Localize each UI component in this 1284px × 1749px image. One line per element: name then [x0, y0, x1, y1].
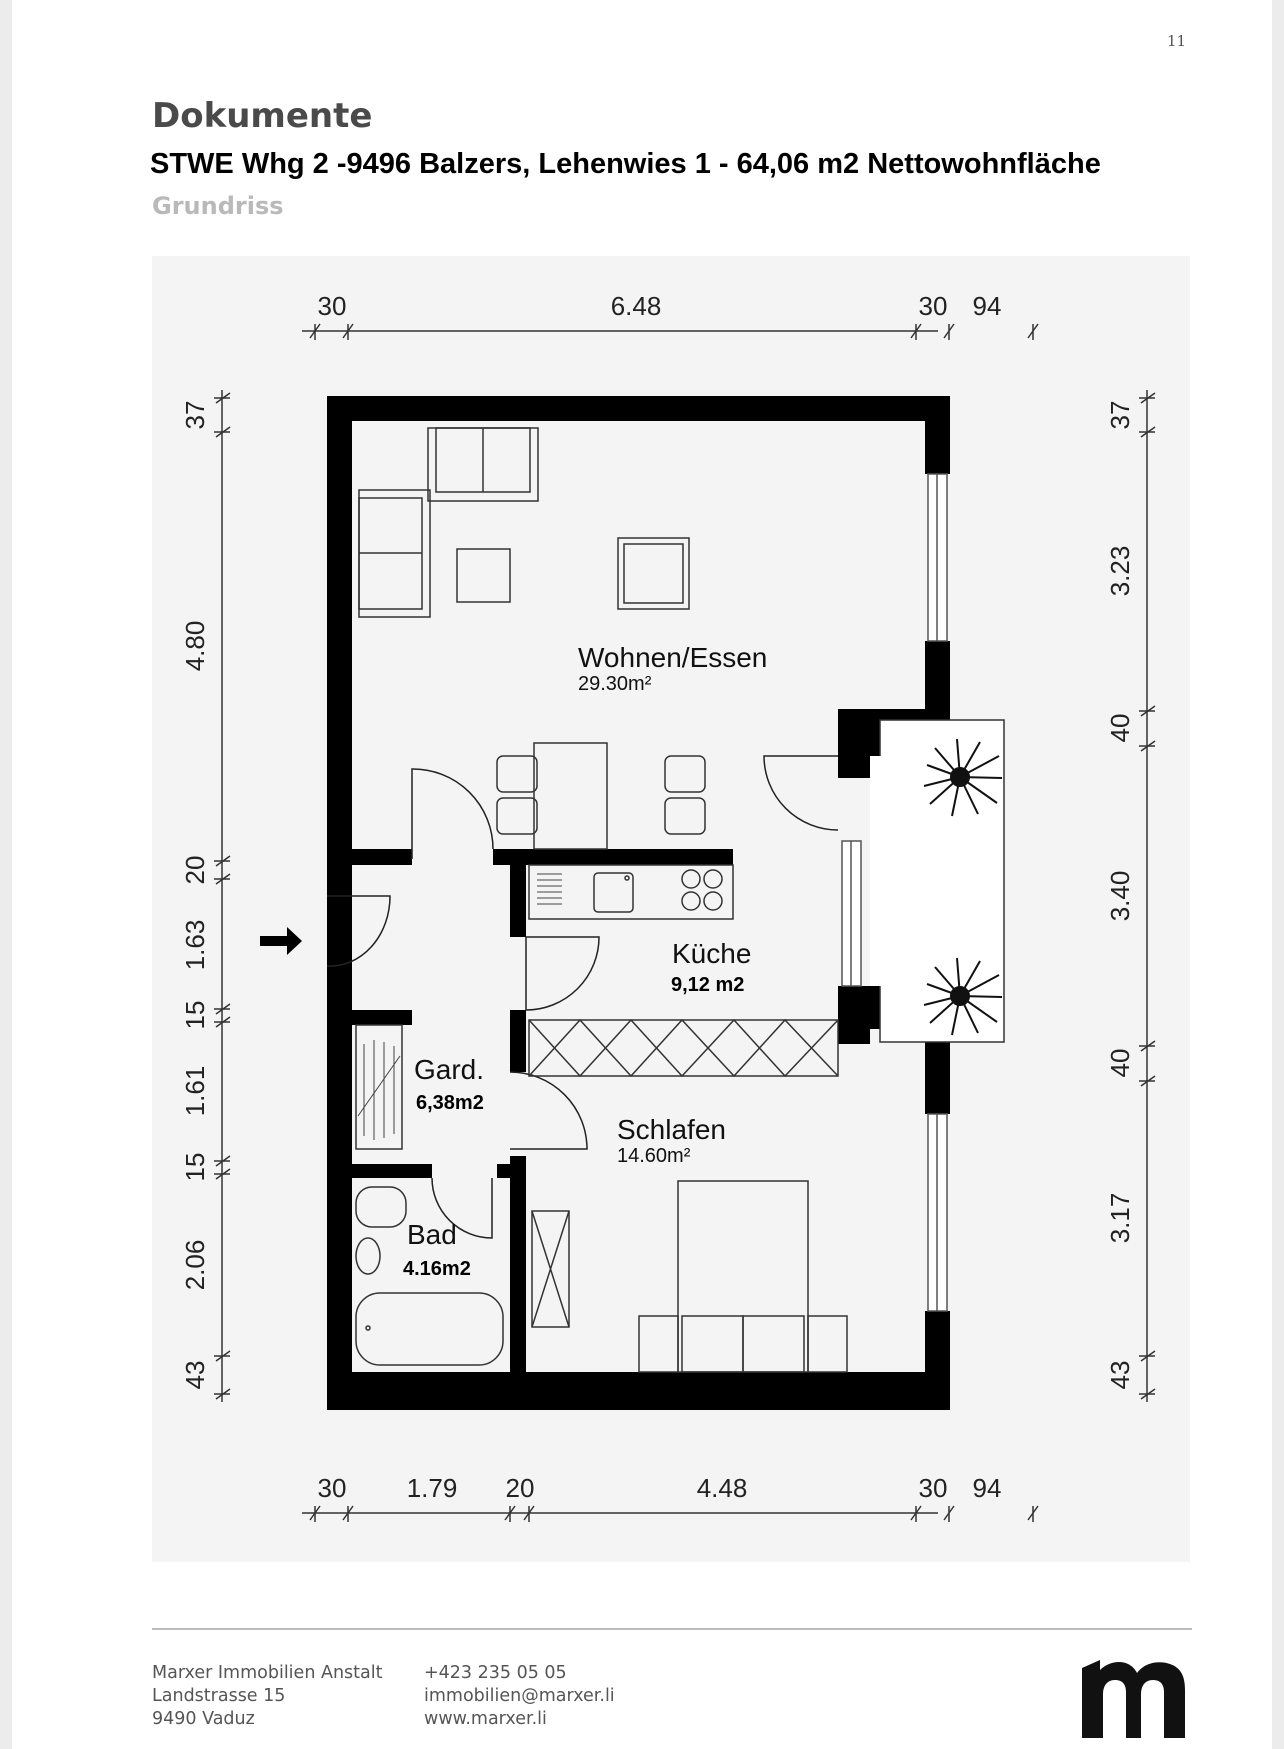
room-area-schlafen: 14.60m²	[617, 1145, 691, 1167]
footer-contact: +423 235 05 05 immobilien@marxer.li www.…	[424, 1662, 615, 1731]
dim-right-40a: 40	[1105, 714, 1135, 743]
dim-right-43: 43	[1105, 1361, 1135, 1390]
room-area-kueche: 9,12 m2	[671, 974, 744, 996]
floor-plan: 30 6.48 30 94 30 1.79 20 4.48 30 94 37 4…	[152, 256, 1190, 1562]
footer-divider	[152, 1628, 1192, 1630]
stove-vent	[537, 873, 562, 905]
page-number: 11	[1167, 32, 1187, 50]
dim-top-30a: 30	[318, 291, 347, 321]
dim-left-37: 37	[180, 401, 210, 430]
plant-icon	[923, 957, 1003, 1036]
dim-bottom-448: 4.48	[697, 1473, 748, 1503]
plant-icon	[923, 738, 1003, 817]
company-name: Marxer Immobilien Anstalt	[152, 1663, 383, 1683]
dim-top-30b: 30	[919, 291, 948, 321]
dim-right-40b: 40	[1105, 1049, 1135, 1078]
dim-bottom-30a: 30	[318, 1473, 347, 1503]
balcony-door-area	[870, 756, 925, 986]
dim-right-317: 3.17	[1105, 1193, 1135, 1244]
dim-left-161: 1.61	[180, 1066, 210, 1117]
marxer-logo-icon	[1082, 1660, 1185, 1738]
company-street: Landstrasse 15	[152, 1686, 286, 1706]
room-name-wohnen: Wohnen/Essen	[578, 642, 767, 673]
section-heading: Dokumente	[152, 96, 373, 136]
dim-left-15a: 15	[180, 1001, 210, 1030]
dim-left-15b: 15	[180, 1153, 210, 1182]
room-area-wohnen: 29.30m²	[578, 673, 652, 695]
entrance-arrow-icon	[260, 927, 302, 955]
company-city: 9490 Vaduz	[152, 1709, 255, 1729]
dim-left-206: 2.06	[180, 1240, 210, 1291]
room-area-gard: 6,38m2	[416, 1092, 484, 1114]
floor-plan-drawing: 30 6.48 30 94 30 1.79 20 4.48 30 94 37 4…	[180, 291, 1156, 1522]
windows	[841, 473, 948, 1312]
dim-left-163: 1.63	[180, 920, 210, 971]
dim-left-20: 20	[180, 856, 210, 885]
section-subtitle: Grundriss	[152, 192, 284, 220]
footer-address: Marxer Immobilien Anstalt Landstrasse 15…	[152, 1662, 382, 1731]
room-name-gard: Gard.	[414, 1054, 484, 1085]
dim-bottom-179: 1.79	[407, 1473, 458, 1503]
dim-bottom-94: 94	[973, 1473, 1002, 1503]
dim-right-323: 3.23	[1105, 546, 1135, 597]
listing-title: STWE Whg 2 -9496 Balzers, Lehenwies 1 - …	[150, 148, 1101, 180]
doors	[326, 755, 839, 1239]
room-name-kueche: Küche	[672, 938, 751, 969]
dim-right-37: 37	[1105, 401, 1135, 430]
dim-right-340: 3.40	[1105, 871, 1135, 922]
dim-bottom-20: 20	[506, 1473, 535, 1503]
contact-website[interactable]: www.marxer.li	[424, 1709, 547, 1729]
dim-bottom-30b: 30	[919, 1473, 948, 1503]
dim-left-480: 4.80	[180, 621, 210, 672]
furniture	[355, 427, 848, 1373]
dimension-lines	[214, 323, 1156, 1522]
contact-email[interactable]: immobilien@marxer.li	[424, 1686, 615, 1706]
room-name-schlafen: Schlafen	[617, 1114, 726, 1145]
contact-phone[interactable]: +423 235 05 05	[424, 1663, 567, 1683]
dim-top-94: 94	[973, 291, 1002, 321]
room-area-bad: 4.16m2	[403, 1258, 471, 1280]
wardrobe-hangers	[357, 1040, 401, 1140]
dim-left-43: 43	[180, 1361, 210, 1390]
document-page: 11 Dokumente STWE Whg 2 -9496 Balzers, L…	[12, 0, 1272, 1749]
dim-top-648: 6.48	[611, 291, 662, 321]
room-name-bad: Bad	[407, 1219, 457, 1250]
